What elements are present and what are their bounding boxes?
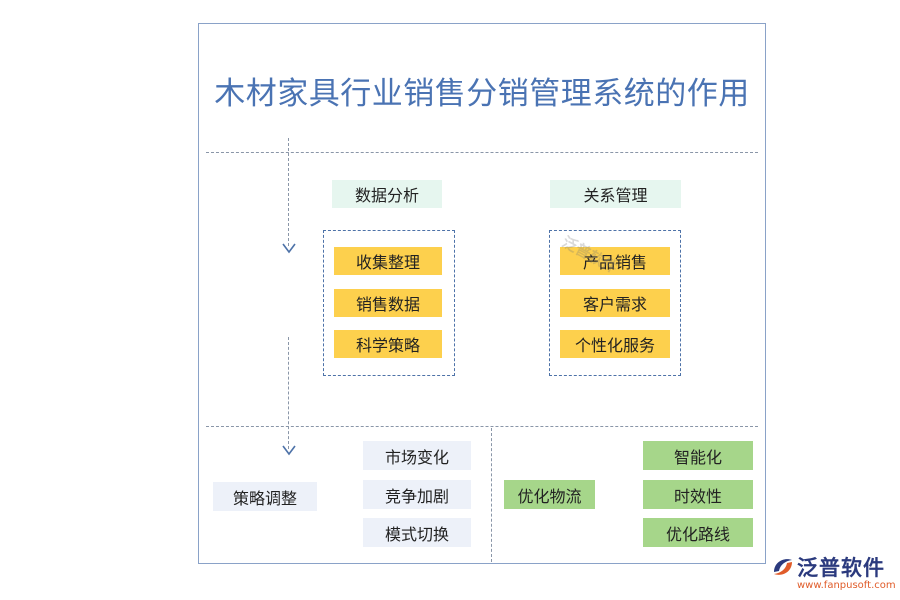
flow-line-top	[288, 138, 289, 246]
logistics-label: 优化物流	[504, 480, 595, 509]
strategy-label: 策略调整	[213, 482, 317, 511]
data-analysis-group	[323, 230, 455, 376]
strategy-item: 市场变化	[363, 441, 471, 470]
diagram-frame	[198, 23, 766, 564]
logo-url: www.fanpusoft.com	[797, 580, 896, 591]
relationship-item: 客户需求	[560, 289, 670, 317]
relationship-item: 个性化服务	[560, 330, 670, 358]
data-analysis-item: 销售数据	[334, 289, 442, 317]
arrow-down-icon	[282, 243, 296, 254]
relationship-item: 产品销售	[560, 247, 670, 275]
relationship-header: 关系管理	[550, 180, 681, 208]
brand-logo: 泛普软件 www.fanpusoft.com	[770, 552, 896, 596]
divider-vertical	[491, 428, 492, 562]
flow-line-bottom	[288, 337, 289, 449]
divider-top	[206, 152, 758, 153]
relationship-group	[549, 230, 681, 376]
data-analysis-item: 收集整理	[334, 247, 442, 275]
arrow-down-icon	[282, 445, 296, 456]
logistics-item: 时效性	[643, 480, 753, 509]
logo-name: 泛普软件	[797, 556, 885, 580]
data-analysis-item: 科学策略	[334, 330, 442, 358]
logo-icon	[774, 559, 792, 575]
diagram-title: 木材家具行业销售分销管理系统的作用	[214, 76, 750, 112]
divider-bottom	[206, 426, 758, 427]
logistics-item: 优化路线	[643, 518, 753, 547]
strategy-item: 竞争加剧	[363, 480, 471, 509]
logistics-item: 智能化	[643, 441, 753, 470]
data-analysis-header: 数据分析	[332, 180, 442, 208]
strategy-item: 模式切换	[363, 518, 471, 547]
